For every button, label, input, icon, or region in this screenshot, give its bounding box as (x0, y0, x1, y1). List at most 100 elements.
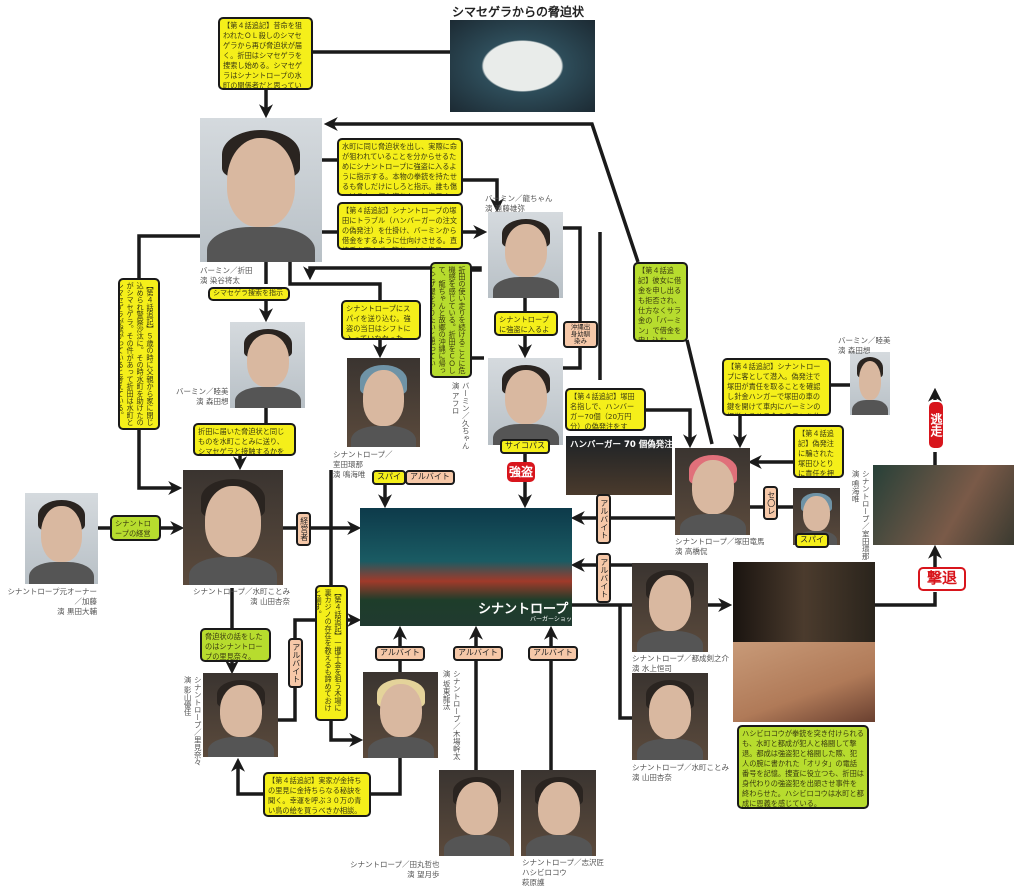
tag-arbeit: アルバイト (596, 494, 611, 544)
photo-shizawa (521, 770, 596, 856)
photo-orita (200, 118, 322, 262)
role-name: シナントロープ／里見奈々 (193, 676, 203, 766)
role-name: シナントロープ／都成剣之介 (632, 654, 730, 663)
note-g: シナントロープにスパイを送り込む。強盗の当日はシフトに入っていなかった。 (341, 300, 421, 340)
photo-satomi (203, 673, 278, 757)
note-q: 【第４話追記】実家が金持ちの里見に金持ちらなる秘訣を聞く。幸運を呼ぶ３０万の青い… (263, 772, 371, 817)
portrait-body (492, 277, 559, 298)
person-label-haru-2: バーミン／睦美演 森田想 (838, 336, 891, 356)
actor-name: 演 黒田大輔 (57, 607, 97, 617)
connection-line (563, 343, 582, 370)
tag-manager: 経営者 (296, 512, 311, 546)
note-c: 【第４話追記】シナントロープの塚田にトラブル（ハンバーガーの注文の偽発注）を仕掛… (337, 202, 463, 250)
tag-arbeit: アルバイト (528, 646, 578, 661)
tag-spy: スパイ (795, 533, 829, 548)
actor-name: ハシビロコウ (522, 868, 567, 878)
note-m: シナントロープの経営を水町に譲渡する。 (110, 515, 161, 541)
note-search: シマセゲラ捜索を指示 (208, 287, 290, 301)
photo-mizumachi (183, 470, 283, 585)
portrait-head (246, 334, 289, 388)
photo-ryu (488, 212, 563, 298)
photo-tamaru (439, 770, 514, 856)
connection-line (137, 430, 183, 495)
connection-line (563, 226, 582, 321)
tag-arbeit: アルバイト (405, 470, 455, 485)
role-name: バーミン／久ちゃん (461, 382, 471, 450)
photo-haru (230, 322, 305, 408)
connection-line (323, 117, 640, 263)
person-label-satomi: シナントロープ／里見奈々演 影山優佳 (182, 676, 202, 766)
photo-tonari (632, 563, 708, 652)
actor-name: 萩原護 (522, 878, 545, 888)
connection-line (462, 178, 504, 213)
portrait-head (691, 460, 734, 515)
photo-kiba (363, 672, 438, 758)
actor-name: 演 望月歩 (407, 870, 440, 880)
portrait-body (189, 557, 277, 585)
burger-shop-image (360, 508, 572, 626)
photo-kuchan (488, 358, 563, 445)
portrait-body (636, 739, 704, 760)
person-label-owner: シナントロープ元オーナー／加藤演 黒田大輔 (5, 587, 97, 617)
tag-arbeit: アルバイト (453, 646, 503, 661)
repel-badge: 撃退 (918, 567, 966, 591)
actor-name: 演 水上恒司 (632, 664, 672, 674)
actor-name: 演 影山優佳 (183, 676, 193, 716)
hamburger-order-caption: ハンバーガー 70 個偽発注 (570, 440, 673, 450)
portrait-body (234, 387, 301, 408)
role-name: シナントロープ／室田環那 (333, 450, 393, 470)
tag-okinawa: 沖縄出身幼馴染み (563, 321, 598, 349)
role-name: バーミン／龍ちゃん (485, 194, 553, 203)
connection-line (685, 339, 714, 445)
connection-line (618, 605, 632, 720)
portrait-head (226, 138, 296, 228)
connection-line (645, 408, 697, 449)
person-label-mizumachi-2: シナントロープ／水町ことみ演 山田杏奈 (632, 763, 729, 783)
person-label-ryu: バーミン／龍ちゃん演 遠藤雄弥 (485, 194, 553, 214)
tag-psycho: サイコパス (500, 439, 550, 454)
note-b: 水町に同じ脅迫状を出し、実際に命が狙われていることを分からせるためにシナントロー… (337, 138, 463, 196)
role-name: シナントロープ／志沢匠 (522, 858, 605, 867)
actor-name: 演 高橋侃 (675, 547, 708, 557)
portrait-body (29, 562, 94, 584)
tag-arbeit: アルバイト (596, 553, 611, 603)
actor-name: 演 染谷将太 (200, 276, 240, 286)
note-j: 【第４話追記】彼女に借金を申し出るも拒否され、仕方なくサラ金の「バーミン」で借金… (633, 262, 688, 342)
connection-line (329, 720, 364, 747)
portrait-head (363, 370, 404, 426)
note-d: 折田の使い走りを続けることに危機感を感じている。折田をＣＯして、龍ちゃんと故郷の… (430, 262, 472, 378)
photo-mizumachi-2 (632, 673, 708, 760)
page-title: シマセゲラからの脅迫状 (452, 5, 585, 19)
photo-tsukada (675, 448, 750, 535)
shop-subtitle: バーガーショップ (530, 616, 578, 623)
tag-sefure: セ〇レ (763, 486, 778, 520)
struggle-image (733, 562, 875, 642)
person-label-shizawa: シナントロープ／志沢匠ハシビロコウ萩原護 (522, 858, 604, 888)
photo-muroda (347, 358, 420, 447)
role-name: シナントロープ／塚田竜馬 (675, 537, 765, 546)
actor-name: 演 鳴海唯 (333, 470, 366, 480)
portrait-head (219, 684, 262, 737)
actor-name: 演 アフロ (451, 382, 461, 415)
photo-haru-2 (850, 352, 890, 415)
role-name: バーミン／睦美 (176, 387, 229, 396)
tag-arbeit: アルバイト (288, 638, 303, 688)
role-name: シナントロープ／田丸哲也 (350, 860, 440, 869)
role-name: シナントロープ元オーナー／加藤 (7, 587, 97, 607)
portrait-head (504, 370, 547, 425)
threat-letter-image (450, 20, 595, 112)
tag-arbeit: アルバイト (375, 646, 425, 661)
person-label-kuchan: バーミン／久ちゃん演 アフロ (450, 382, 470, 450)
connection-line (288, 262, 382, 300)
note-h: シナントロープに強盗に入るように指示 (494, 311, 558, 336)
role-name: シナントロープ／水町ことみ (193, 587, 291, 596)
person-label-haru: バーミン／睦美演 森田想 (176, 387, 229, 407)
person-label-muroda-2: シナントロープ／室田環那演 鳴海唯 (850, 470, 870, 560)
connection-line (875, 592, 937, 607)
portrait-body (636, 630, 704, 652)
robbery-badge: 強盗 (507, 462, 535, 482)
person-label-tamaru: シナントロープ／田丸哲也演 望月歩 (350, 860, 440, 880)
note-p: 【第４話追記】一攫千金を狙う木場に裏カジノの存在を教えるも諦めておけと諭す。 (315, 585, 348, 721)
actor-name: 演 森田想 (196, 397, 229, 407)
connection-line (303, 266, 482, 281)
